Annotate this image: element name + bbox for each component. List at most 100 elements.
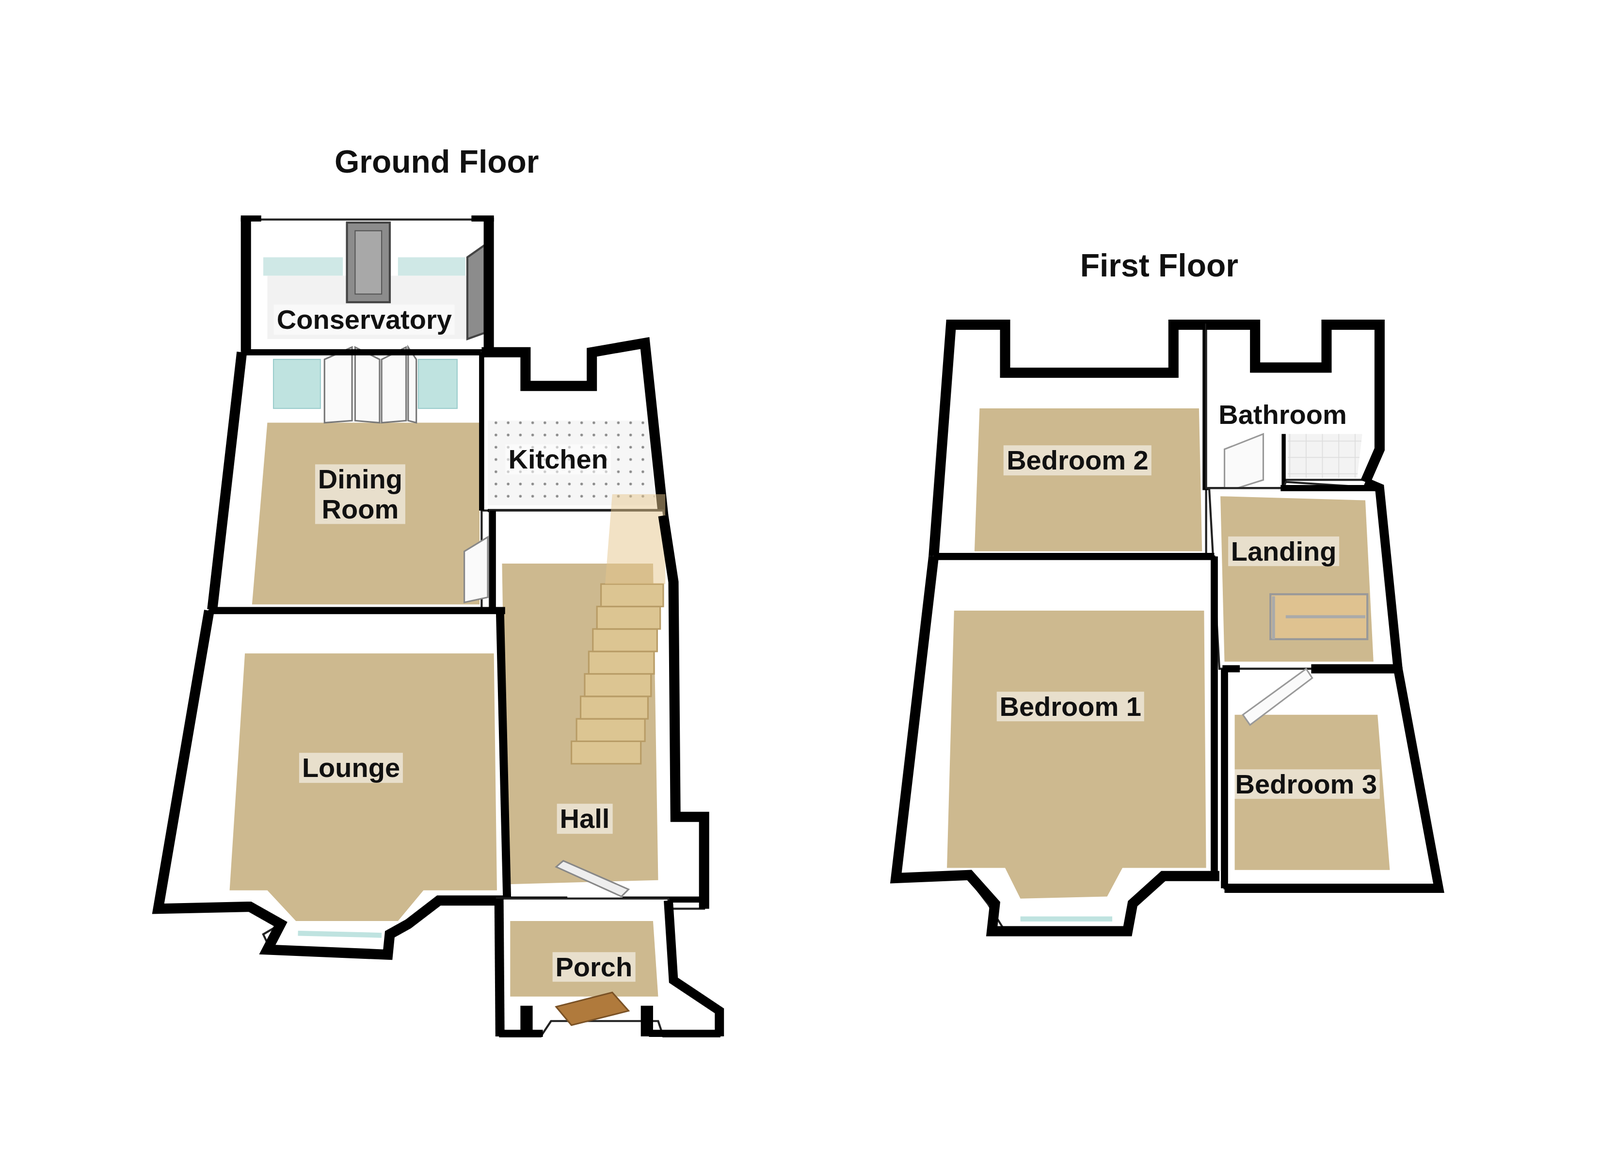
- garden-door: [347, 222, 390, 303]
- outer-wall: [240, 217, 252, 352]
- room-label: Bedroom 3: [1232, 768, 1381, 800]
- kitchen-floor: [487, 420, 656, 506]
- french-window: [273, 359, 321, 409]
- side-door: [467, 244, 485, 339]
- room-label: Hall: [557, 803, 613, 834]
- outer-wall: [481, 342, 664, 516]
- room-label: Conservatory: [273, 304, 455, 335]
- kitchen-walls: [481, 342, 661, 511]
- outer-wall: [158, 610, 508, 955]
- hall-walls: [489, 510, 704, 909]
- lounge-floor: [229, 653, 497, 921]
- bedroom-walls: [1222, 668, 1439, 889]
- porch-pillar: [640, 1005, 654, 1037]
- lounge-walls: [158, 610, 508, 955]
- inner-wall: [208, 607, 505, 615]
- stair-step: [580, 696, 649, 719]
- bay-window: [298, 932, 383, 935]
- inner-wall: [1280, 484, 1380, 492]
- stair-step: [592, 628, 658, 652]
- inner-door: [556, 860, 629, 897]
- stair-step: [576, 718, 645, 741]
- outer-wall: [663, 515, 704, 909]
- bathroom-floor: [1287, 433, 1363, 479]
- stair-step: [601, 583, 664, 607]
- outer-wall: [471, 215, 494, 222]
- outer-wall: [668, 900, 720, 1037]
- stair-step: [584, 673, 652, 696]
- inner-wall: [1222, 665, 1240, 673]
- floor-plan: First FloorBedroom 2 BathroomLandingBedro…: [877, 234, 1450, 940]
- room-area: Hall: [493, 510, 705, 909]
- room-area: Landing: [1209, 487, 1398, 669]
- porch-walls: [496, 898, 720, 1037]
- inner-wall: [499, 610, 508, 904]
- stair-upper: [605, 494, 666, 584]
- french-door: [354, 347, 380, 423]
- outer-wall: [498, 898, 500, 1037]
- conservatory-glass: [263, 257, 343, 276]
- inner-wall: [241, 349, 488, 356]
- banister: [1271, 595, 1275, 639]
- porch-pillar: [520, 1005, 533, 1037]
- french-door: [408, 347, 417, 423]
- inner-wall: [1210, 556, 1218, 876]
- stair-opening: [1270, 593, 1368, 640]
- outer-wall: [212, 352, 242, 610]
- outer-wall: [1206, 324, 1380, 482]
- room-area: Bedroom 1: [896, 556, 1215, 931]
- bedroom-door: [1242, 668, 1312, 725]
- room-area: Conservatory: [245, 219, 489, 351]
- stair-step: [588, 651, 655, 674]
- french-window: [418, 359, 458, 409]
- room-label: Bedroom 1: [996, 691, 1145, 722]
- room-label: Lounge: [299, 752, 403, 783]
- conservatory-glass: [398, 257, 466, 276]
- front-door: [556, 992, 629, 1025]
- room-label: Bathroom: [1215, 399, 1350, 430]
- room-area: Bedroom 2: [933, 324, 1207, 557]
- french-door: [324, 347, 352, 423]
- room-area: Kitchen: [481, 347, 664, 511]
- room-label: Landing: [1228, 536, 1340, 567]
- outer-wall: [649, 1029, 721, 1037]
- room-label: Dining Room: [315, 464, 406, 524]
- room-area: Bedroom 3: [1219, 668, 1439, 889]
- inner-wall: [1220, 668, 1229, 889]
- outer-wall: [483, 217, 495, 350]
- inner-wall: [933, 552, 1215, 560]
- room-label: Kitchen: [505, 444, 611, 475]
- dining-room-floor: [252, 422, 480, 605]
- inner-wall: [479, 352, 485, 511]
- room-area: Porch: [496, 898, 720, 1037]
- bedroom-floor: [974, 408, 1202, 552]
- landing-walls: [1209, 481, 1396, 669]
- room-area: Bathroom: [1206, 324, 1380, 488]
- dining-door: [464, 536, 488, 603]
- room-area: Dining Room: [212, 352, 482, 608]
- inner-wall: [489, 510, 496, 613]
- bedroom-walls: [933, 324, 1207, 557]
- bay-window: [1020, 915, 1113, 922]
- landing-floor: [1220, 496, 1374, 662]
- stair-step: [596, 606, 660, 629]
- stair-step: [571, 740, 641, 764]
- banister: [1285, 614, 1366, 618]
- bedroom-floor: [946, 610, 1207, 899]
- porch-floor: [510, 920, 658, 997]
- outer-wall: [896, 556, 1220, 931]
- floor-title: Ground Floor: [334, 143, 540, 179]
- floor-plan: Ground FloorConservatoryDining Room Kitch…: [153, 127, 730, 1047]
- outer-wall: [933, 324, 1210, 557]
- bathroom-door: [1224, 433, 1264, 493]
- outer-wall: [240, 215, 262, 222]
- conservatory-walls: [245, 219, 489, 351]
- inner-wall: [1281, 433, 1286, 489]
- french-door: [381, 347, 407, 423]
- floor-title: First Floor: [1080, 247, 1239, 284]
- outer-wall: [1365, 481, 1398, 669]
- room-label: Porch: [552, 951, 636, 982]
